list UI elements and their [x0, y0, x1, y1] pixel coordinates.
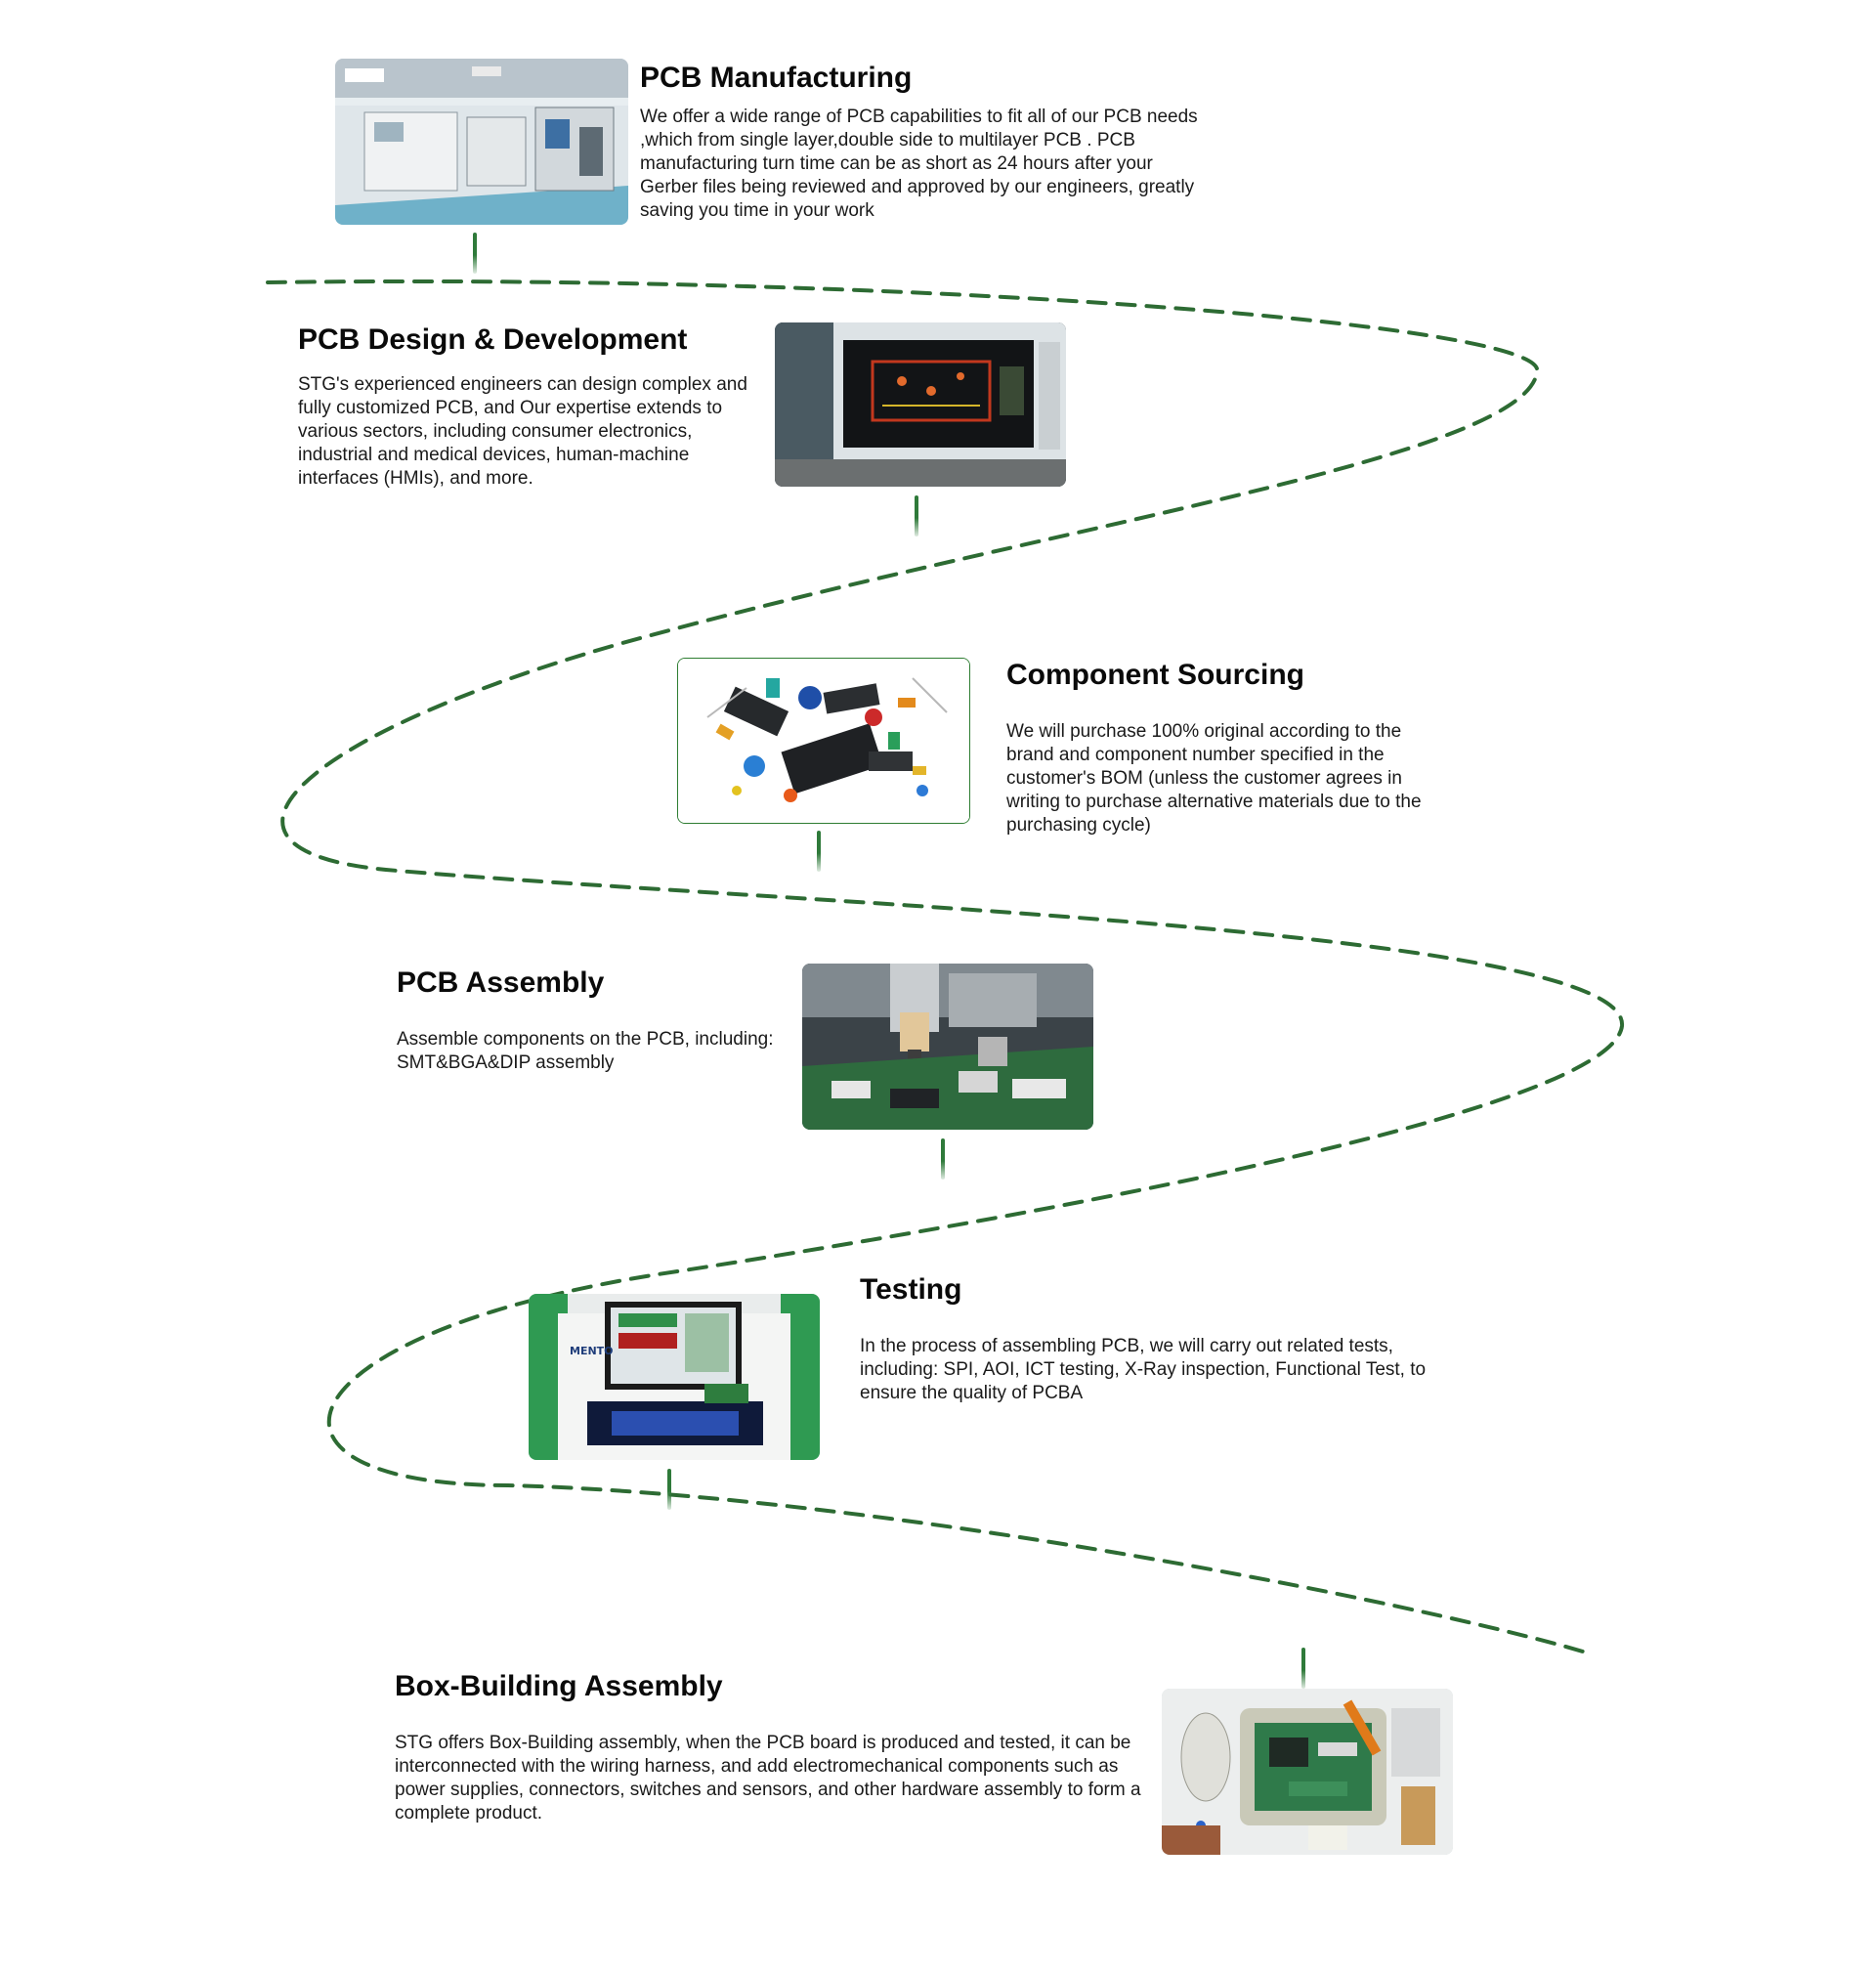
step-connector	[473, 233, 477, 274]
step-connector	[667, 1469, 671, 1510]
electronic-components-photo	[677, 658, 970, 824]
step-title: PCB Manufacturing	[640, 62, 913, 94]
step-description: Assemble components on the PCB, includin…	[397, 1029, 774, 1073]
step-connector	[817, 831, 821, 872]
step-title: Component Sourcing	[1006, 659, 1304, 691]
step-title: Box-Building Assembly	[395, 1670, 723, 1702]
step-connector	[915, 495, 918, 536]
step-title: Testing	[860, 1273, 962, 1306]
pcb-design-screen-photo	[775, 322, 1066, 487]
step-description: STG offers Box-Building assembly, when t…	[395, 1733, 1141, 1824]
step-connector	[941, 1138, 945, 1180]
box-build-parts-photo	[1162, 1689, 1453, 1855]
pick-and-place-machine-photo	[802, 964, 1093, 1130]
step-description: We will purchase 100% original according…	[1006, 721, 1422, 836]
tester-brand-label: MENTO	[570, 1345, 614, 1357]
step-description: STG's experienced engineers can design c…	[298, 374, 747, 489]
factory-floor-photo	[335, 59, 628, 225]
step-connector	[1301, 1648, 1305, 1689]
step-description: We offer a wide range of PCB capabilitie…	[640, 107, 1198, 221]
step-description: In the process of assembling PCB, we wil…	[860, 1336, 1427, 1403]
step-title: PCB Assembly	[397, 966, 605, 999]
step-title: PCB Design & Development	[298, 323, 688, 356]
aoi-test-machine-photo: MENTO	[529, 1294, 820, 1460]
